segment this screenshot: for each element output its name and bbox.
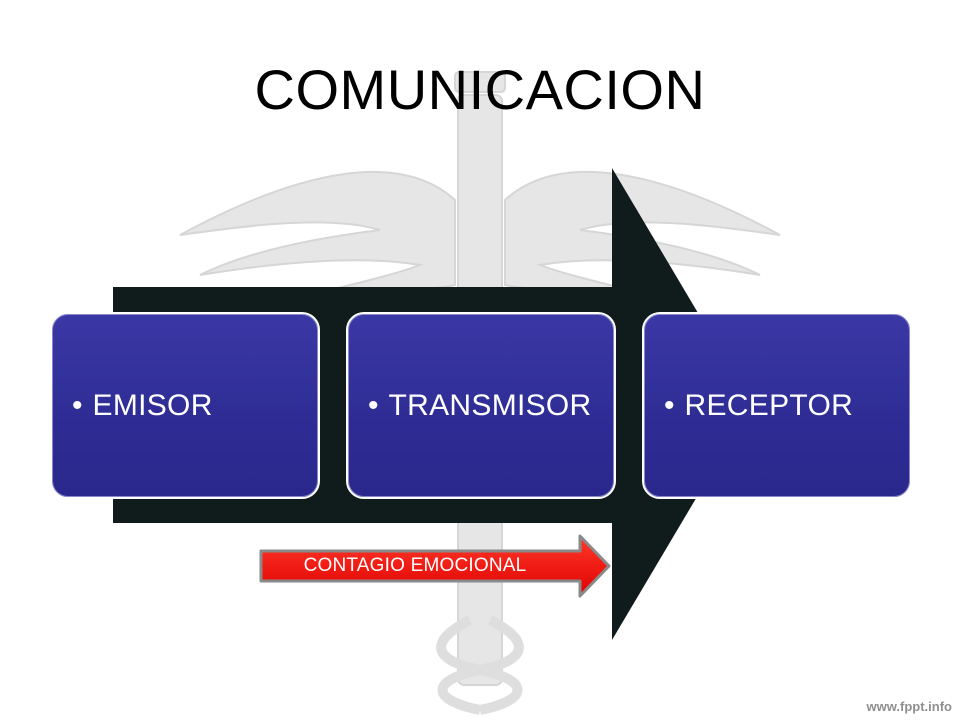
bullet-icon: • <box>72 388 83 422</box>
process-step-label: RECEPTOR <box>684 388 854 422</box>
red-callout-arrow <box>259 534 611 598</box>
process-step-transmisor: • TRANSMISOR <box>346 312 616 499</box>
callout-label: CONTAGIO EMOCIONAL <box>303 555 527 576</box>
process-step-emisor: • EMISOR <box>50 312 320 499</box>
bullet-icon: • <box>664 388 675 422</box>
page-title: COMUNICACION <box>254 58 706 121</box>
process-step-label: TRANSMISOR <box>388 388 592 422</box>
process-step-label: EMISOR <box>92 388 213 422</box>
process-step-receptor: • RECEPTOR <box>642 312 912 499</box>
footer-url[interactable]: www.fppt.info <box>866 699 952 714</box>
bullet-icon: • <box>368 388 379 422</box>
